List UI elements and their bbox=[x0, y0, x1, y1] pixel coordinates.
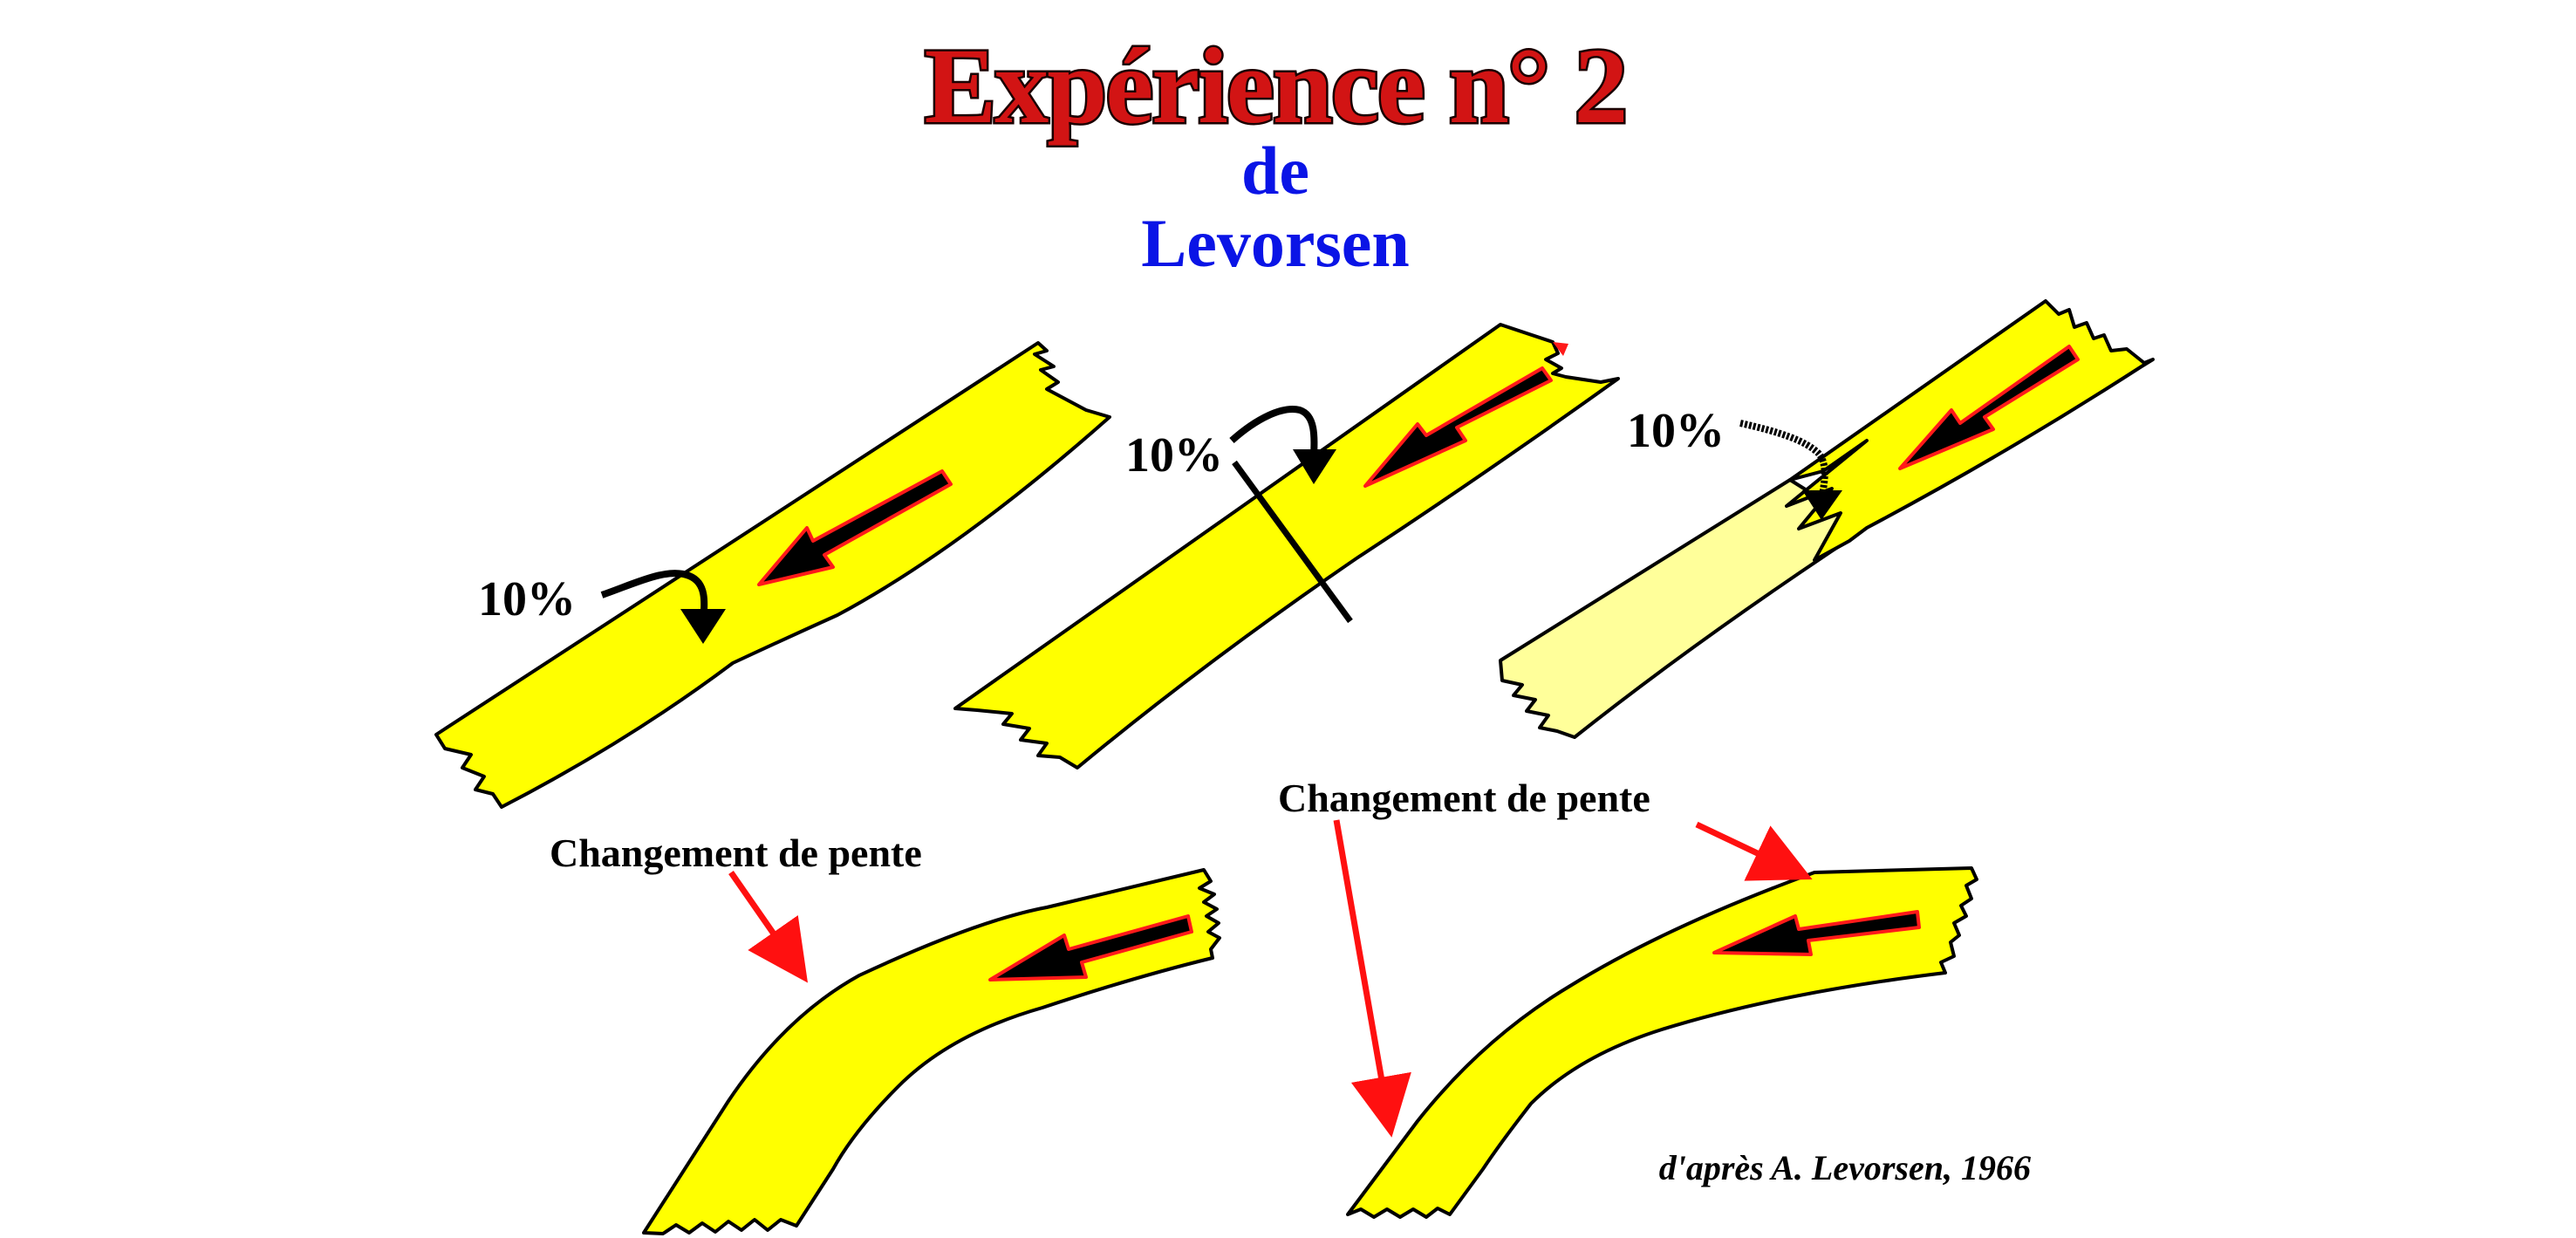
curved-arrow-2-head bbox=[1293, 449, 1336, 484]
page-title: Expérience n° 2 bbox=[925, 26, 1627, 146]
pointer-lower-left bbox=[728, 871, 808, 983]
lower-left: Changement de pente bbox=[550, 831, 1221, 1235]
panel-3: 10% bbox=[1499, 299, 2155, 739]
curved-arrow-1-head bbox=[680, 609, 726, 644]
flow-arrow-1 bbox=[757, 469, 953, 586]
curved-arrow-3 bbox=[1739, 420, 1828, 500]
title-block: Expérience n° 2 de Levorsen bbox=[922, 24, 1630, 282]
title-de: de bbox=[1241, 133, 1309, 209]
lower-right: Changement de pente bbox=[1278, 776, 1978, 1219]
panel-2: 10% bbox=[953, 323, 1620, 769]
slope-change-label-right: Changement de pente bbox=[1278, 776, 1650, 820]
curved-arrow-2 bbox=[1229, 406, 1318, 459]
percent-label-1: 10% bbox=[478, 572, 576, 626]
source-credit: d'après A. Levorsen, 1966 bbox=[1659, 1148, 2031, 1187]
percent-label-3: 10% bbox=[1627, 404, 1725, 458]
bent-channel-left bbox=[642, 868, 1221, 1235]
flow-arrow-2 bbox=[1363, 366, 1553, 488]
red-mark-2 bbox=[1553, 342, 1568, 356]
title-levorsen: Levorsen bbox=[1141, 205, 1410, 281]
pointer-lower-right-bottom bbox=[1333, 819, 1411, 1138]
cut-line-2 bbox=[1232, 460, 1353, 624]
slope-change-label-left: Changement de pente bbox=[550, 831, 922, 875]
flow-arrow-lower-left bbox=[988, 914, 1193, 982]
panel-1: 10% bbox=[434, 341, 1111, 809]
flow-arrow-lower-right bbox=[1712, 910, 1921, 956]
flow-arrow-3 bbox=[1898, 345, 2080, 470]
curved-arrow-3-head bbox=[1802, 490, 1842, 520]
bent-channel-right bbox=[1346, 866, 1978, 1219]
pointer-lower-right-top bbox=[1695, 821, 1813, 881]
curved-arrow-1 bbox=[600, 570, 708, 622]
percent-label-2: 10% bbox=[1125, 428, 1223, 482]
